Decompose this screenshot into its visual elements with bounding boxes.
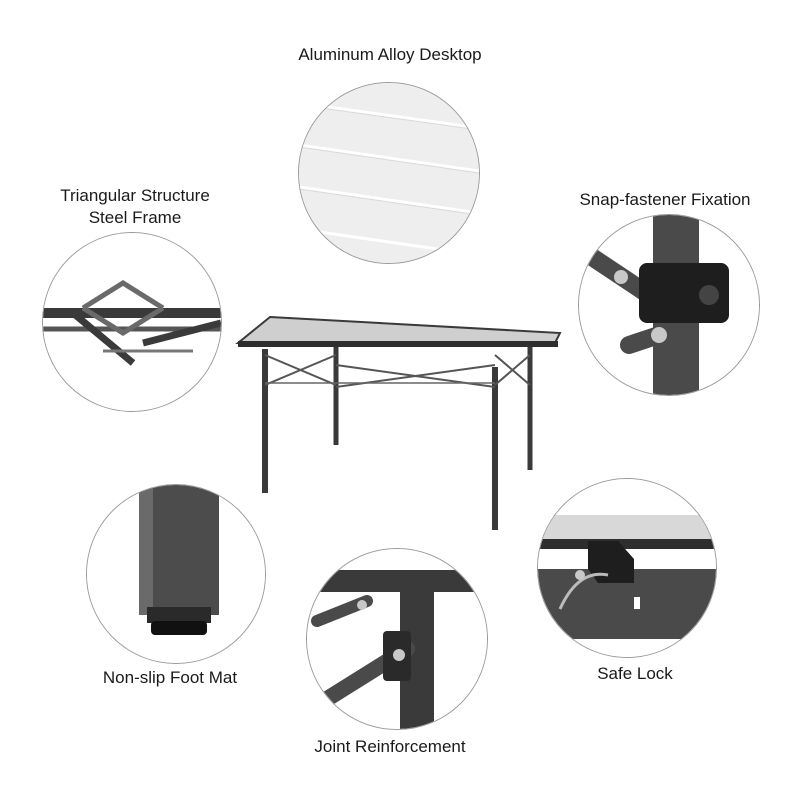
label-non-slip-foot: Non-slip Foot Mat	[102, 668, 238, 687]
desktop-detail-circle	[298, 82, 480, 264]
foot-mat-image	[87, 485, 265, 663]
folding-table-illustration	[230, 305, 570, 545]
snap-fastener-image	[579, 215, 759, 395]
fixation-detail-circle	[578, 214, 760, 396]
foot-detail-circle	[86, 484, 266, 664]
label-triangular-structure: Triangular Structure Steel Frame	[40, 185, 230, 229]
label-triangular-line2: Steel Frame	[88, 208, 182, 227]
label-safe-lock: Safe Lock	[597, 664, 673, 683]
frame-detail-circle	[42, 232, 222, 412]
joint-detail-circle	[306, 548, 488, 730]
desktop-texture-image	[299, 83, 479, 263]
label-snap-fastener: Snap-fastener Fixation	[579, 190, 751, 209]
safe-lock-detail-circle	[537, 478, 717, 658]
steel-frame-image	[43, 233, 221, 411]
label-triangular-line1: Triangular Structure	[60, 186, 210, 205]
label-joint-reinforcement: Joint Reinforcement	[314, 737, 466, 756]
joint-reinforcement-image	[307, 549, 487, 729]
label-aluminum-desktop: Aluminum Alloy Desktop	[298, 45, 482, 64]
safe-lock-image	[538, 479, 716, 657]
